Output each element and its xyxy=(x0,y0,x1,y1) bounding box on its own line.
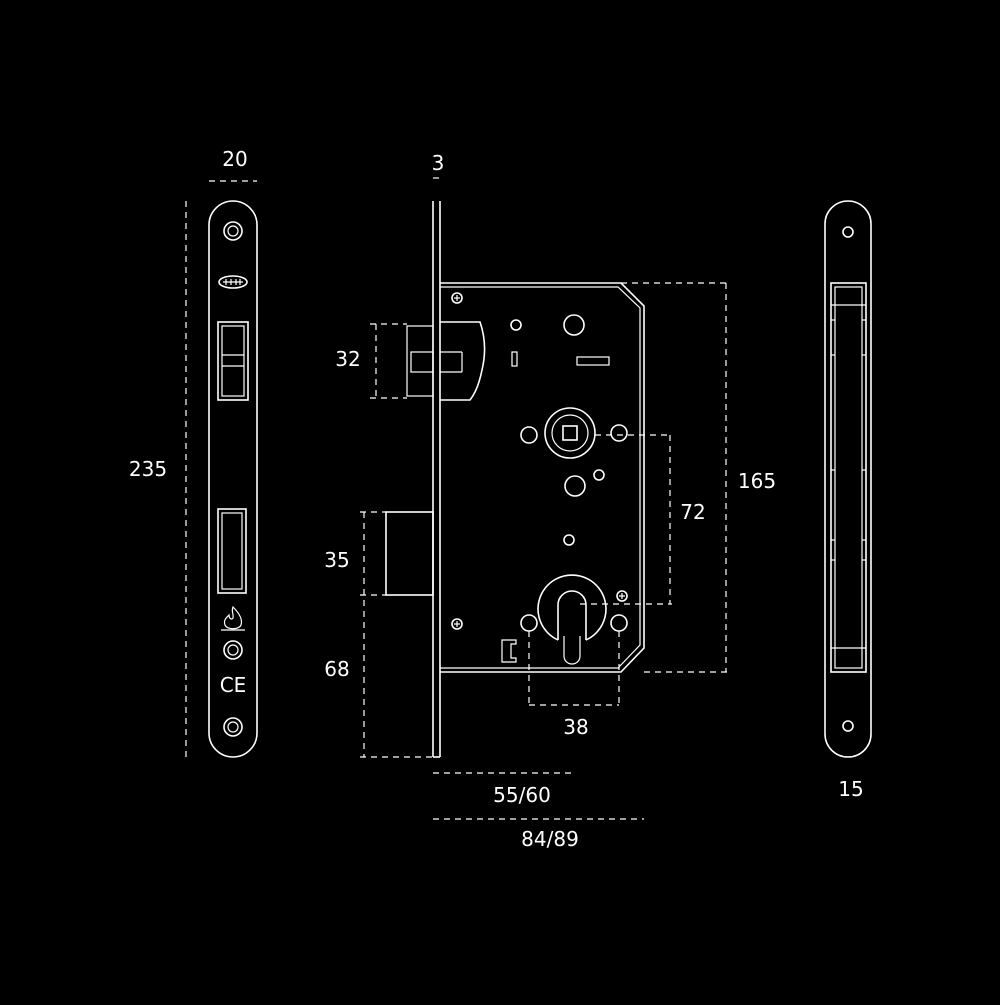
follower-hole-right xyxy=(610,424,628,442)
dim-cylinder-width: 38 xyxy=(563,715,588,739)
body-view-dimensions: 3 32 35 68 72 165 38 55/60 84/89 xyxy=(324,151,776,851)
fire-rated-icon xyxy=(221,605,245,631)
dim-faceplate-thickness: 3 xyxy=(432,151,445,175)
latch-window xyxy=(217,321,249,401)
dim-backset: 55/60 xyxy=(493,783,551,807)
case-hole-small-top xyxy=(510,319,522,331)
middle-screw-hole xyxy=(223,640,243,660)
side-case-profile xyxy=(830,282,867,673)
case-slot-long xyxy=(576,356,610,366)
dim-total-depth: 84/89 xyxy=(521,827,579,851)
bolt-window xyxy=(217,508,247,594)
dim-faceplate-width: 20 xyxy=(222,147,247,171)
faceplate-outline xyxy=(208,200,258,758)
side-top-screw xyxy=(842,226,854,238)
ce-mark-icon: CE xyxy=(220,673,247,697)
top-screw-inner xyxy=(227,225,239,237)
case-slot-small xyxy=(511,351,518,367)
lock-body-view xyxy=(385,201,645,758)
case-hole-mid xyxy=(563,534,575,546)
dim-bolt-to-bottom: 68 xyxy=(324,657,349,681)
follower-hole-small xyxy=(593,469,605,481)
follower-hole-left xyxy=(520,426,538,444)
follower-hole-below xyxy=(564,475,586,497)
dim-side-thickness: 15 xyxy=(838,777,863,801)
case-screw-top-left xyxy=(451,292,463,304)
latch-bolt xyxy=(406,321,486,401)
dim-latch-height: 32 xyxy=(335,347,360,371)
front-faceplate-view: CE xyxy=(208,200,258,758)
case-screw-bottom-left xyxy=(451,618,463,630)
case-hole-large-top xyxy=(563,314,585,336)
cylinder-hole-left xyxy=(520,614,538,632)
top-screw-hole xyxy=(223,221,243,241)
cylinder-cutout xyxy=(537,574,607,665)
middle-screw-inner xyxy=(227,644,239,656)
bottom-screw-inner xyxy=(227,721,239,733)
case-tab xyxy=(501,639,517,663)
cylinder-hole-right xyxy=(610,614,628,632)
case-screw-cylinder xyxy=(616,590,628,602)
brand-logo-icon xyxy=(218,275,248,289)
side-bottom-screw xyxy=(842,720,854,732)
dead-bolt xyxy=(385,511,434,596)
dim-bolt-height: 35 xyxy=(324,548,349,572)
dim-case-height: 165 xyxy=(738,469,776,493)
dim-centre-distance: 72 xyxy=(680,500,705,524)
spindle-follower xyxy=(544,407,596,459)
lock-case-outline xyxy=(440,282,645,673)
bottom-screw-hole xyxy=(223,717,243,737)
side-faceplate-outline xyxy=(824,200,872,758)
side-profile-view: 15 xyxy=(824,200,872,801)
dim-faceplate-height: 235 xyxy=(129,457,167,481)
front-view-dimensions: 20 235 xyxy=(129,147,257,757)
